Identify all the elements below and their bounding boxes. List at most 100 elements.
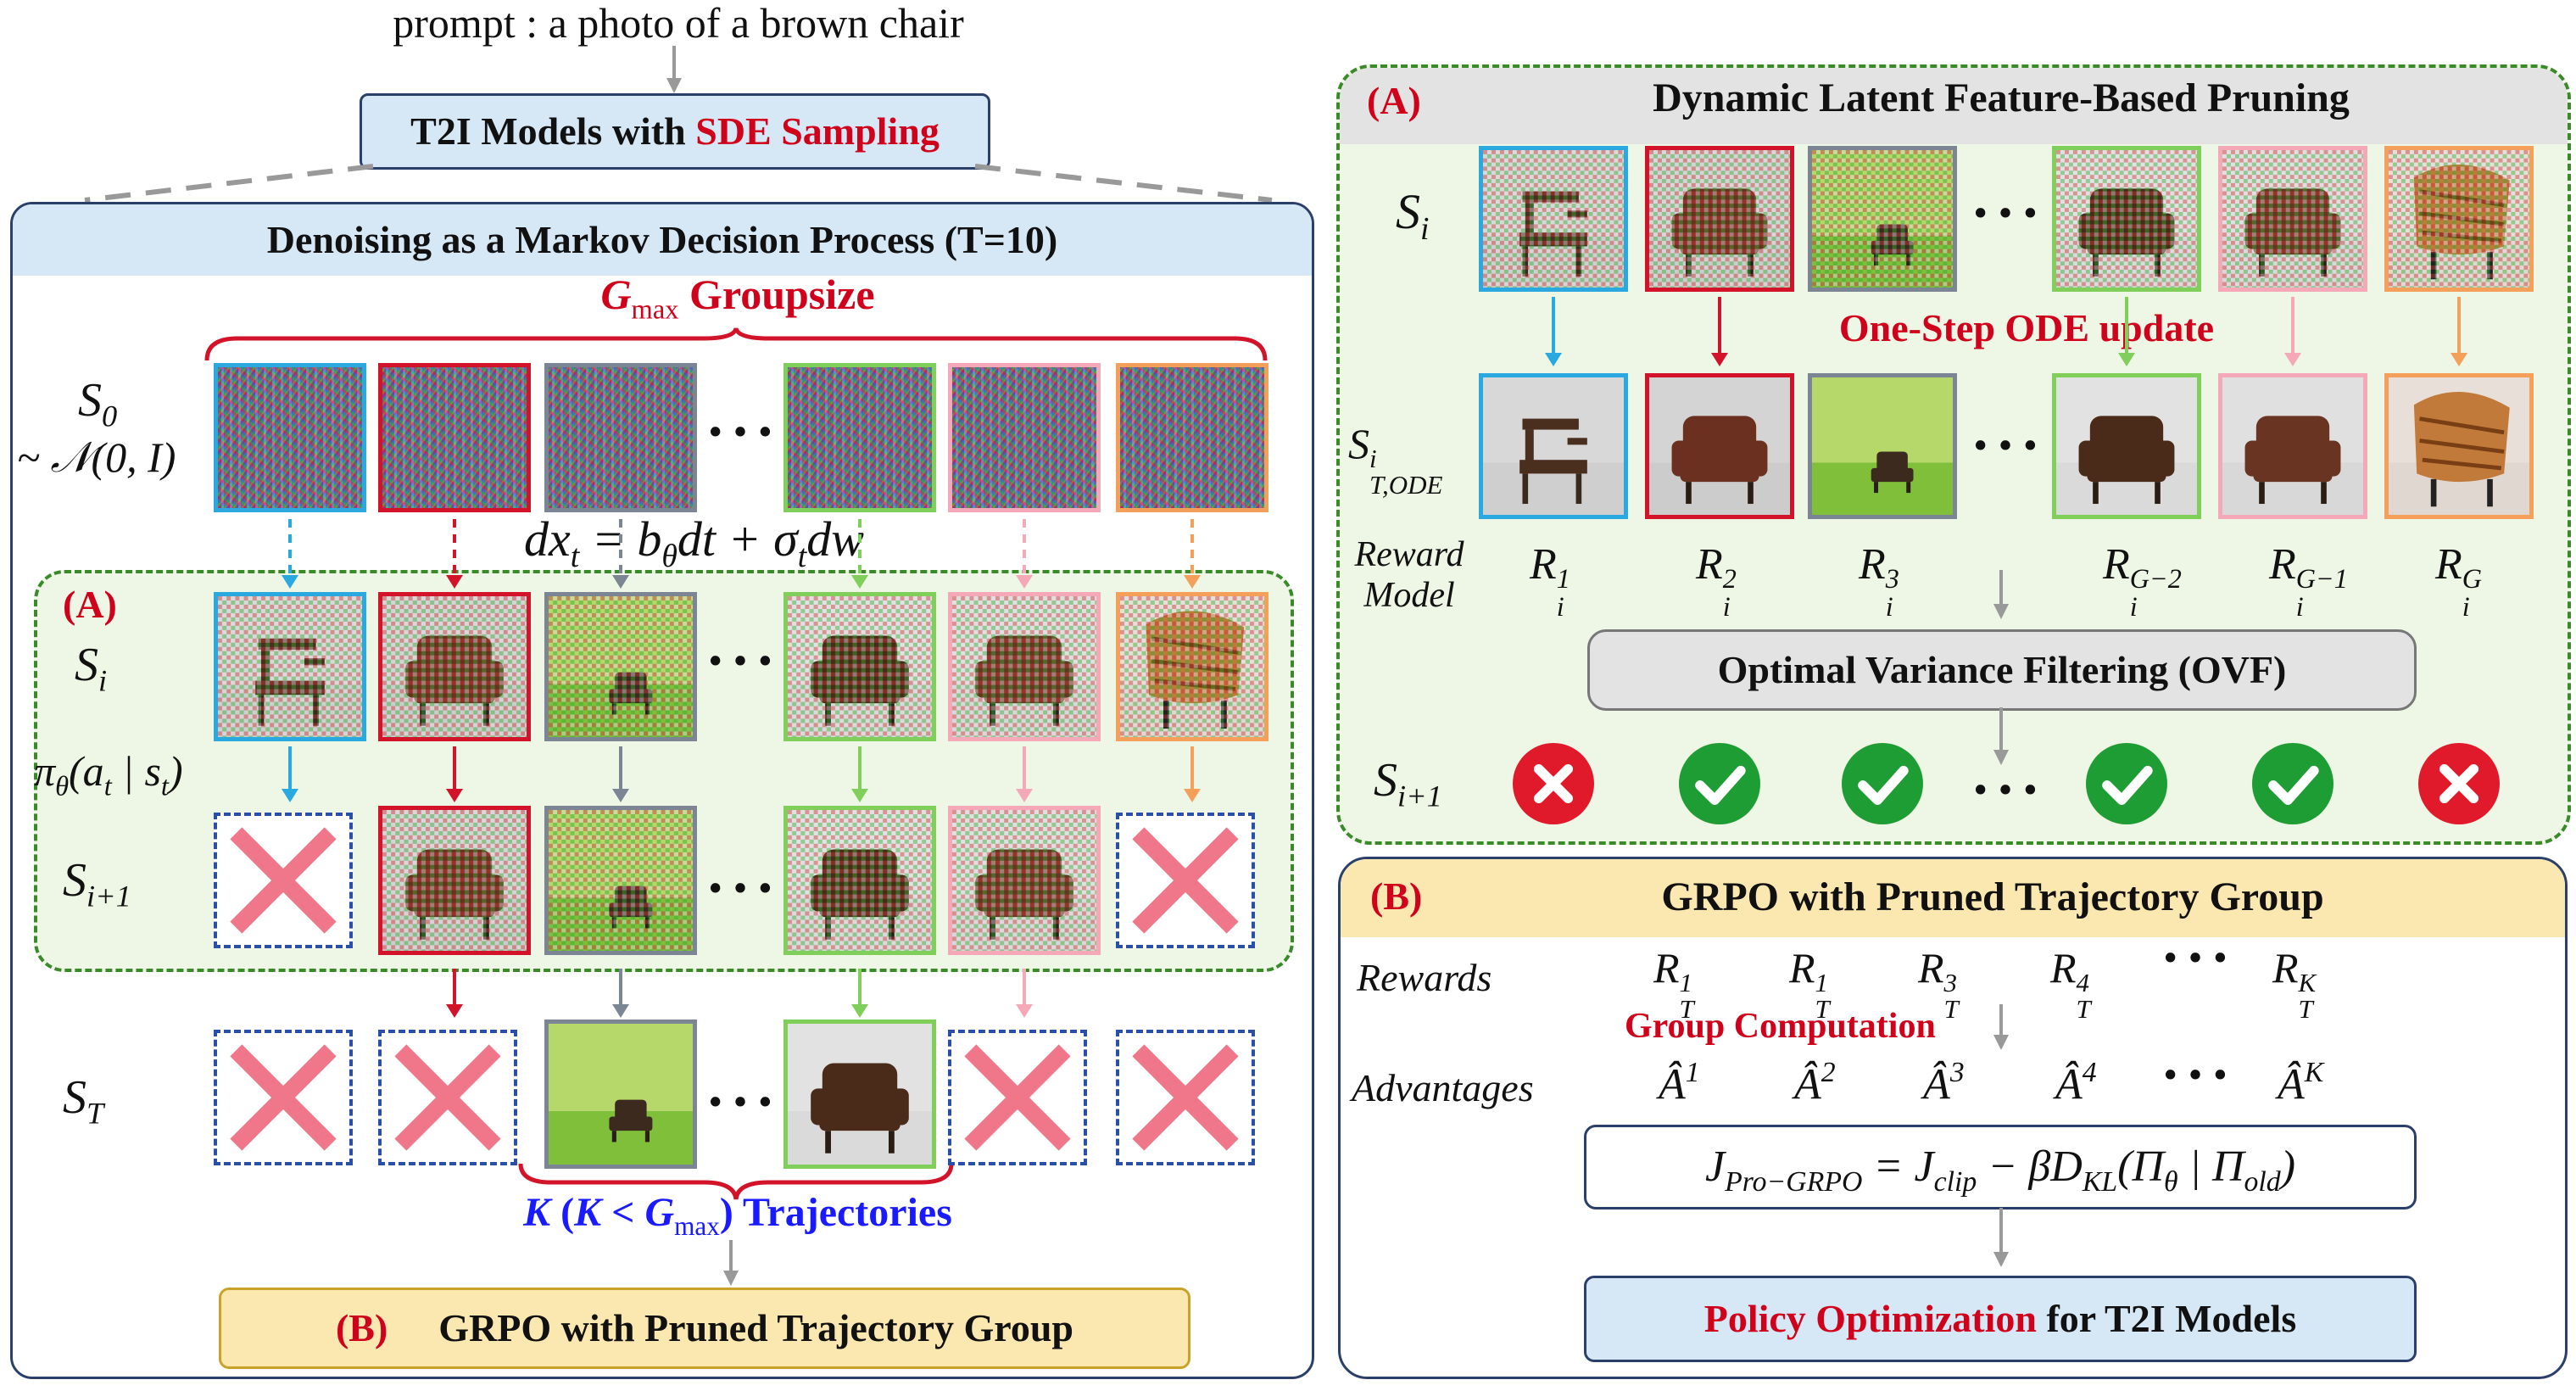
ovf-arrow (1993, 707, 2009, 765)
reward-sup: G (2462, 563, 2483, 595)
left-b-box: (B)GRPO with Pruned Trajectory Group (219, 1288, 1190, 1369)
obj-bar: | Π (2177, 1142, 2244, 1191)
reward-sup: 2 (1722, 563, 1737, 595)
right-ode-tile (1645, 373, 1794, 519)
right-si1-symbol: S (1374, 754, 1397, 807)
right-ode-tile (1808, 373, 1957, 519)
sde-equation: dxt = bθdt + σtdw (524, 511, 864, 575)
si1-chair-tile (544, 806, 697, 955)
obj-pi-open: (Π (2117, 1142, 2165, 1191)
st-pruned-tile (948, 1030, 1087, 1165)
cross-icon (230, 1044, 337, 1151)
si-label: Si (75, 638, 107, 699)
k-symbol-2: K (574, 1190, 602, 1235)
si-chair-tile (544, 592, 697, 741)
objective-arrow (1993, 1208, 2009, 1267)
check-icon (2252, 743, 2333, 824)
advantage-label: Â4 (2055, 1057, 2097, 1109)
check-icon (1679, 743, 1760, 824)
right-si-tile (2384, 146, 2534, 292)
obj-kl-sub: KL (2082, 1165, 2118, 1198)
check-icon (1842, 743, 1923, 824)
right-ode-tile (1479, 373, 1628, 519)
left-a-tag: (A) (63, 583, 117, 626)
si-chair-tile (783, 592, 936, 741)
ode-sub: T,ODE (1369, 469, 1443, 500)
s0-noise-tile (214, 363, 366, 512)
reward-sub: i (1722, 590, 1731, 622)
reward-sub: i (1885, 590, 1893, 622)
si-symbol: S (75, 639, 98, 691)
advantage-label: ÂK (2278, 1057, 2324, 1109)
right-ode-tile (2218, 373, 2367, 519)
st-pruned-tile (1116, 1030, 1255, 1165)
group-arrow (1993, 1004, 2009, 1050)
obj-theta-sub: θ (2164, 1165, 2178, 1198)
right-si-subscript: i (1420, 211, 1430, 248)
policy-opt-box: Policy Optimization for T2I Models (1584, 1276, 2417, 1362)
cross-icon (394, 1044, 501, 1151)
s0-noise-tile (378, 363, 531, 512)
ode-update-label: One-Step ODE update (1838, 306, 2215, 349)
si1-subscript: i+1 (86, 879, 131, 913)
s0-noise-tile (1116, 363, 1268, 512)
cross-icon (1132, 1044, 1239, 1151)
g-symbol: G (644, 1190, 675, 1235)
sde-lhs-sub: t (570, 539, 580, 575)
k-arrow (723, 1240, 739, 1286)
ode-sup: i (1369, 443, 1377, 473)
right-si-symbol: S (1396, 184, 1420, 239)
gmax-brace (204, 327, 1268, 361)
reject-icon (1513, 743, 1594, 824)
right-a-header-bg (1340, 68, 2568, 144)
cross-icon (1132, 827, 1239, 934)
si1-chair-tile (948, 806, 1101, 955)
advantage-label: Â2 (1794, 1057, 1836, 1109)
check-icon (2086, 743, 2167, 824)
right-a-title: Dynamic Latent Feature-Based Pruning (1653, 75, 2350, 120)
policy-a-sub: t (103, 771, 112, 802)
policy-opt-highlight: Policy Optimization (1703, 1297, 2037, 1340)
ode-symbol: S (1348, 420, 1369, 467)
right-b-title: GRPO with Pruned Trajectory Group (1661, 874, 2324, 919)
right-si-tile (2218, 146, 2367, 292)
obj-j: J (1704, 1142, 1726, 1191)
obj-j-sub: Pro−GRPO (1725, 1165, 1863, 1198)
prompt-text: prompt : a photo of a brown chair (393, 0, 964, 47)
pi-sub: θ (55, 771, 70, 802)
policy-label: πθ(at | st) (34, 746, 183, 802)
reward-sup: G−1 (2295, 563, 2348, 595)
sde-end: dw (806, 511, 864, 567)
left-b-title: GRPO with Pruned Trajectory Group (438, 1306, 1074, 1349)
reward-sub: i (2462, 590, 2470, 622)
right-b-header-bg (1341, 859, 2565, 937)
right-si1-subscript: i+1 (1397, 779, 1442, 813)
k-lt: < (601, 1190, 645, 1235)
t2i-title-highlight: SDE Sampling (695, 109, 940, 153)
sde-sigma-sub: t (797, 539, 807, 575)
policy-a: (a (69, 747, 104, 795)
gmax-label: Gmax Groupsize (475, 270, 1001, 326)
zoom-dashes (84, 164, 1273, 203)
cross-icon (964, 1044, 1071, 1151)
st-symbol: S (63, 1071, 86, 1124)
right-b-tag: (B) (1370, 874, 1423, 918)
st-pruned-tile (378, 1030, 517, 1165)
obj-clip-sub: clip (1933, 1165, 1977, 1198)
reward-model-label: Reward Model (1341, 534, 1477, 616)
cross-icon (230, 827, 337, 934)
si-chair-tile (948, 592, 1101, 741)
s0-label: S0 (78, 373, 117, 434)
advantages-label: Advantages (1352, 1066, 1534, 1109)
si-subscript: i (98, 663, 108, 698)
right-si-tile (1479, 146, 1628, 292)
s0-symbol: S (78, 374, 102, 427)
reward-sub: i (2295, 590, 2304, 622)
reward-model-line2: Model (1363, 576, 1455, 615)
